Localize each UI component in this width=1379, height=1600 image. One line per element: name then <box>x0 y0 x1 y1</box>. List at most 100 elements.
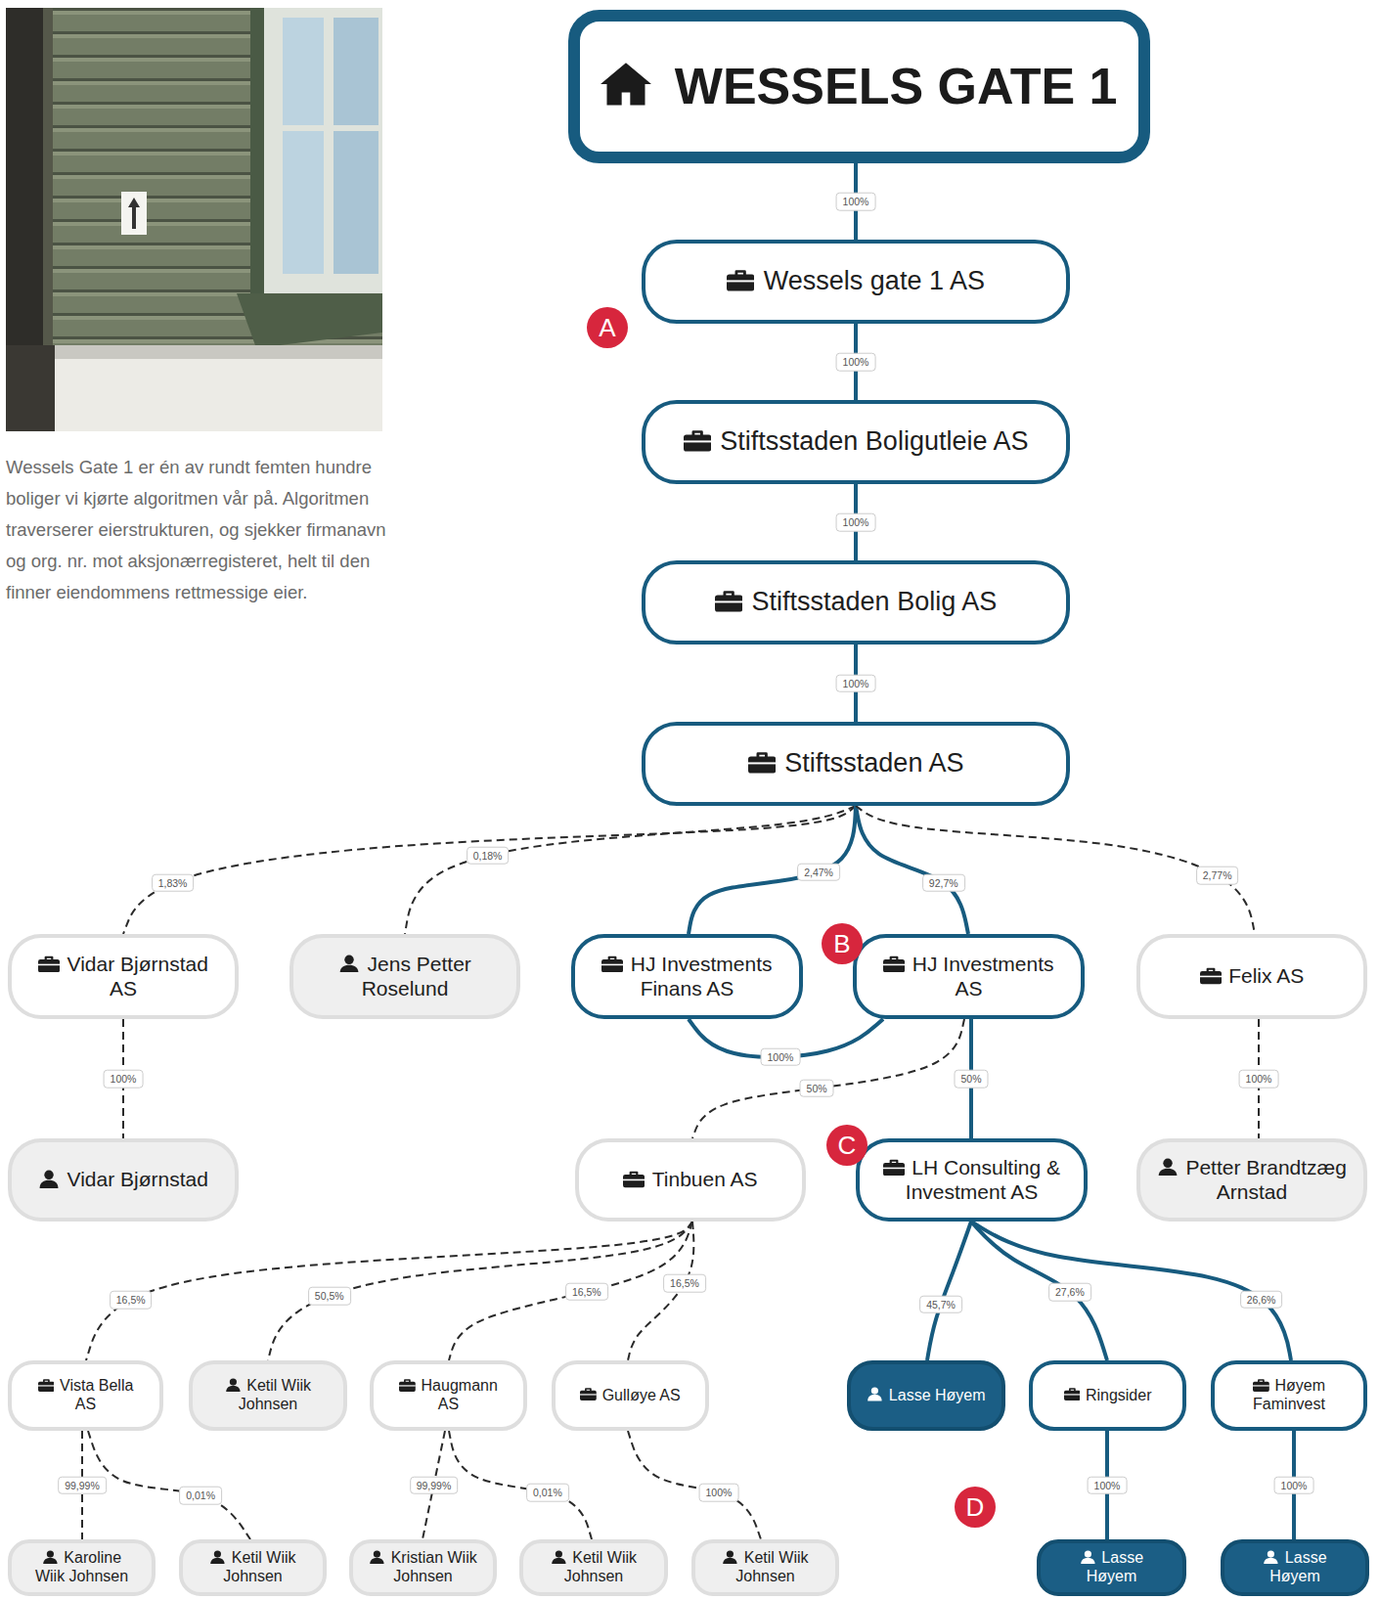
share-label: 16,5% <box>565 1283 609 1302</box>
company-box: Høyem Faminvest <box>1210 1360 1368 1431</box>
node-content: HJ Investments Finans AS <box>590 952 784 1002</box>
case-icon <box>399 1378 416 1392</box>
node-text: Vidar Bjørnstad AS <box>67 952 209 1000</box>
case-icon <box>579 1386 597 1401</box>
person-icon <box>42 1550 59 1564</box>
person-icon <box>38 1169 60 1189</box>
person-icon <box>1079 1550 1097 1564</box>
company-box: Stiftsstaden Boligutleie AS <box>641 400 1070 485</box>
node-content: Vidar Bjørnstad <box>38 1167 209 1193</box>
share-label: 100% <box>836 353 877 372</box>
node-text: Vidar Bjørnstad <box>67 1167 209 1191</box>
node-text: Lasse Høyem <box>1269 1549 1327 1585</box>
node-content: Felix AS <box>1200 964 1304 989</box>
node-text: Stiftsstaden AS <box>784 748 964 778</box>
node-text: Tinbuen AS <box>652 1167 758 1191</box>
person-box: Lasse Høyem <box>1220 1539 1370 1597</box>
company-box: LH Consulting & Investment AS <box>855 1138 1088 1222</box>
sign <box>121 191 147 235</box>
person-icon <box>721 1550 739 1564</box>
dark-corner <box>5 345 55 432</box>
node-text: Petter Brandtzæg Arnstad <box>1185 1156 1347 1203</box>
share-label: 1,83% <box>151 874 195 893</box>
ownership-line <box>688 805 856 935</box>
share-label: 100% <box>698 1483 739 1503</box>
company-box: Stiftsstaden Bolig AS <box>641 560 1070 645</box>
foundation-shadow <box>43 345 383 359</box>
share-label: 99,99% <box>409 1475 459 1495</box>
window-trim <box>250 7 265 331</box>
house-icon <box>600 60 652 108</box>
caption: Wessels Gate 1 er én av rundt femten hun… <box>5 451 388 609</box>
person-box: Jens Petter Roselund <box>289 934 521 1020</box>
callout-letter: A <box>586 307 628 349</box>
person-icon <box>224 1378 242 1392</box>
node-text: Lasse Høyem <box>1086 1549 1144 1585</box>
share-label: 2,47% <box>797 863 841 883</box>
node-content: WESSELS GATE 1 <box>600 56 1117 117</box>
node-content: Lasse Høyem <box>1056 1549 1167 1587</box>
person-icon <box>866 1386 884 1401</box>
person-icon <box>1262 1550 1280 1564</box>
node-content: Stiftsstaden Bolig AS <box>714 586 997 619</box>
window-pane <box>333 17 379 274</box>
node-text: Kristian Wiik Johnsen <box>391 1549 478 1585</box>
company-box: Tinbuen AS <box>575 1138 806 1222</box>
node-text: Vista Bella AS <box>59 1377 134 1413</box>
person-icon <box>1156 1157 1179 1177</box>
ownership-line <box>855 805 1255 935</box>
ownership-line <box>971 1221 1291 1361</box>
ownership-line <box>927 1221 972 1361</box>
person-icon <box>338 954 360 974</box>
window-sill <box>236 293 383 349</box>
person-box: Kristian Wiik Johnsen <box>349 1539 497 1597</box>
share-label: 0,18% <box>466 846 510 866</box>
ownership-line <box>88 1430 251 1540</box>
case-icon <box>38 1378 55 1392</box>
node-content: Ketil Wiik Johnsen <box>198 1549 308 1587</box>
share-label: 27,6% <box>1048 1283 1092 1302</box>
foundation <box>43 345 383 432</box>
node-text: HJ Investments Finans AS <box>630 952 773 1000</box>
case-icon <box>1252 1378 1270 1392</box>
node-content: Vidar Bjørnstad AS <box>27 952 220 1002</box>
share-label: 99,99% <box>57 1475 107 1495</box>
person-box: Lasse Høyem <box>846 1360 1006 1431</box>
ownership-line <box>448 1221 693 1361</box>
property-box: WESSELS GATE 1 <box>568 9 1151 164</box>
company-box: Ringsider <box>1028 1360 1187 1431</box>
node-content: HJ Investments AS <box>872 952 1066 1002</box>
window-frame <box>264 7 383 302</box>
window-mullion <box>282 125 379 132</box>
case-icon <box>601 954 623 974</box>
node-text: Ketil Wiik Johnsen <box>238 1377 312 1413</box>
callout-letter: B <box>821 923 863 965</box>
node-text: Jens Petter Roselund <box>361 952 472 1000</box>
node-content: Haugmann AS <box>389 1377 508 1415</box>
node-text: Lasse Høyem <box>889 1386 986 1404</box>
share-label: 100% <box>1087 1475 1128 1495</box>
case-icon <box>883 1157 905 1177</box>
node-content: Stiftsstaden Boligutleie AS <box>683 426 1029 458</box>
share-label: 0,01% <box>178 1486 223 1506</box>
company-box: Felix AS <box>1136 934 1368 1020</box>
person-icon <box>209 1550 226 1564</box>
person-box: Vidar Bjørnstad <box>7 1138 239 1222</box>
company-box: Wessels gate 1 AS <box>641 239 1070 324</box>
node-content: Wessels gate 1 AS <box>726 266 985 298</box>
window-pane <box>282 17 324 274</box>
case-icon <box>748 750 776 774</box>
node-content: Ringsider <box>1064 1386 1153 1406</box>
callout-letter: C <box>826 1124 868 1166</box>
person-box: Petter Brandtzæg Arnstad <box>1136 1138 1368 1222</box>
share-label: 100% <box>103 1069 144 1089</box>
building-photo <box>5 7 383 432</box>
company-box: HJ Investments Finans AS <box>571 934 803 1020</box>
case-icon <box>726 267 755 292</box>
share-label: 100% <box>1239 1069 1280 1089</box>
person-box: Ketil Wiik Johnsen <box>691 1539 840 1597</box>
ownership-line <box>627 1430 761 1540</box>
person-box: Ketil Wiik Johnsen <box>519 1539 668 1597</box>
company-box: Stiftsstaden AS <box>641 721 1070 806</box>
